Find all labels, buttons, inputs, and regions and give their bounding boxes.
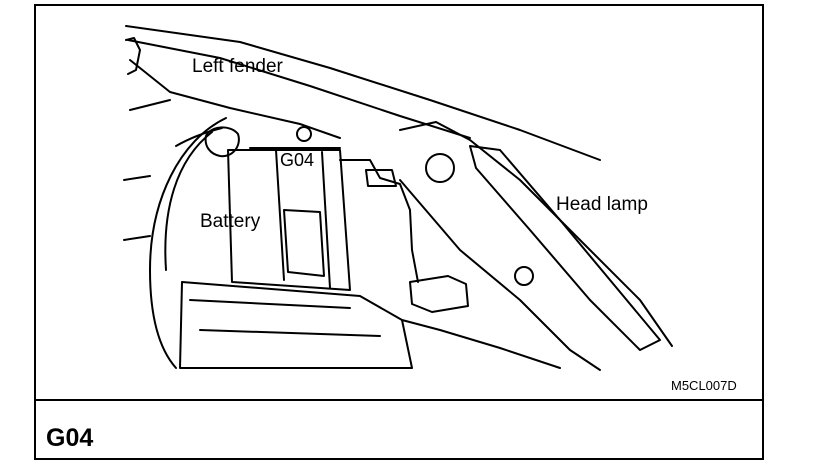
ground-bolt <box>296 126 312 142</box>
battery-top <box>249 147 341 289</box>
head-lamp-label: Head lamp <box>556 194 648 215</box>
ground-point-label: G04 <box>280 150 315 170</box>
headlamp-lower <box>399 179 601 371</box>
fender-panel-line <box>129 59 341 139</box>
figure-title: G04 <box>46 424 94 452</box>
ground-wire <box>339 159 419 283</box>
headlamp-bar <box>469 145 661 351</box>
fender-outline <box>125 25 601 161</box>
left-fender-label: Left fender <box>192 56 283 77</box>
connector-lower <box>409 275 469 313</box>
caption-divider <box>34 399 764 401</box>
lower-component-side <box>401 319 561 369</box>
wheel-housing <box>149 117 227 369</box>
battery-label: Battery <box>200 211 261 232</box>
lower-component-detail <box>189 299 381 337</box>
battery-body <box>227 149 351 291</box>
headlamp-bolt <box>514 266 534 286</box>
figure-code: M5CL007D <box>671 378 737 393</box>
headlamp-knob <box>425 153 455 183</box>
lower-component <box>179 281 413 369</box>
battery-strap <box>175 127 223 147</box>
wheel-housing-inner <box>164 131 213 271</box>
headlamp-housing <box>399 121 673 347</box>
battery-cell-cover <box>283 209 325 277</box>
fender-notch <box>125 37 141 75</box>
misc-line <box>123 99 171 241</box>
fender-inner-line <box>127 39 471 139</box>
connector-upper <box>365 169 397 187</box>
